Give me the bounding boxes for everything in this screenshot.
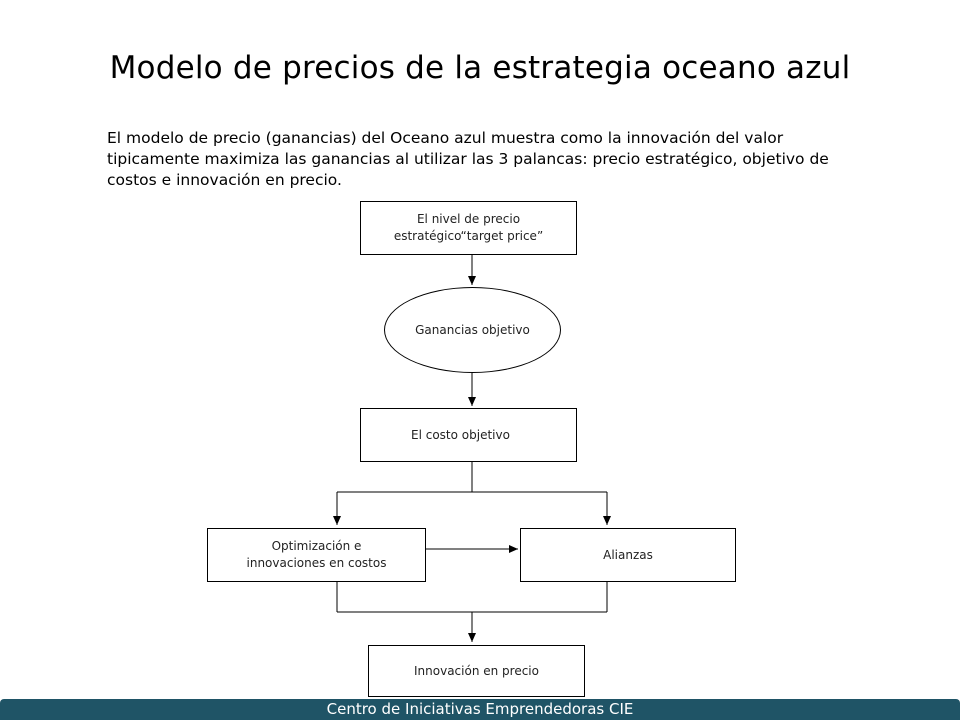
node-target-profit-label: Ganancias objetivo (415, 322, 530, 337)
footer-label: Centro de Iniciativas Emprendedoras CIE (326, 700, 634, 718)
node-target-cost-label: El costo objetivo (411, 427, 510, 442)
node-alliances: Alianzas (520, 528, 736, 582)
node-target-price: El nivel de precio estratégico“target pr… (360, 201, 577, 255)
node-optimization: Optimización e innovaciones en costos (207, 528, 426, 582)
node-price-innovation: Innovación en precio (368, 645, 585, 697)
node-target-cost: El costo objetivo (360, 408, 577, 462)
node-alliances-label: Alianzas (603, 547, 653, 562)
slide-title: Modelo de precios de la estrategia ocean… (109, 50, 851, 86)
node-target-profit: Ganancias objetivo (384, 287, 561, 373)
node-target-price-label: El nivel de precio estratégico“target pr… (393, 212, 544, 243)
intro-paragraph: El modelo de precio (ganancias) del Ocea… (107, 129, 829, 189)
node-optimization-label: Optimización e innovaciones en costos (246, 539, 387, 570)
footer-bar: Centro de Iniciativas Emprendedoras CIE (0, 699, 960, 720)
node-price-innovation-label: Innovación en precio (414, 663, 539, 678)
